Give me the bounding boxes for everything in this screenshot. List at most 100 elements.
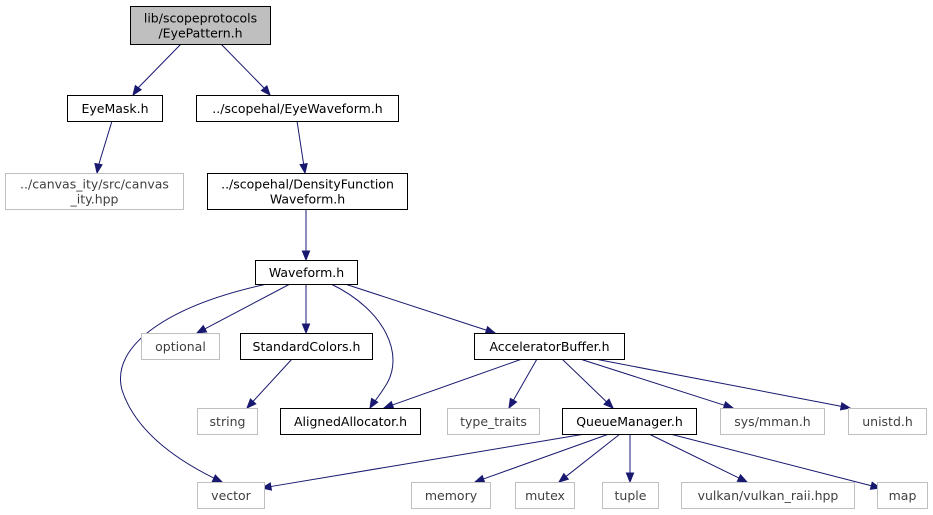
edge-queuemgr-to-tuple (625, 434, 635, 484)
node-accelbuf[interactable]: AcceleratorBuffer.h (474, 333, 625, 360)
node-layer: lib/scopeprotocols/EyePattern.hEyeMask.h… (5, 6, 928, 509)
edge-line (120, 283, 268, 483)
edge-eyemask-to-canvas (94, 120, 113, 175)
node-label: Waveform.h (269, 265, 344, 280)
node-label: AcceleratorBuffer.h (489, 339, 609, 354)
edge-accelbuf-to-queuemgr (561, 358, 614, 409)
edge-line (561, 358, 608, 403)
node-box (196, 95, 399, 122)
edge-waveform-to-vector (120, 283, 268, 483)
node-typetraits: type_traits (447, 408, 540, 435)
arrow-head-icon (736, 473, 749, 483)
edge-densityfunc-to-waveform (301, 209, 311, 262)
arrow-head-icon (839, 401, 852, 411)
node-canvas: ../canvas_ity/src/canvas_ity.hpp (5, 173, 184, 210)
node-label: QueueManager.h (576, 414, 683, 429)
node-box (141, 333, 220, 360)
node-vulkan: vulkan/vulkan_raii.hpp (681, 482, 855, 509)
arrow-head-icon (260, 84, 271, 97)
node-optional: optional (141, 333, 220, 360)
node-box (877, 482, 928, 509)
arrow-head-icon (508, 397, 518, 410)
edge-waveform-to-stdcolors (301, 284, 311, 335)
node-box (602, 482, 659, 509)
node-label: type_traits (460, 414, 527, 429)
edge-accelbuf-to-sysmman (579, 358, 735, 410)
node-eyemask[interactable]: EyeMask.h (67, 95, 163, 122)
edge-queuemgr-to-vulkan (648, 433, 749, 483)
node-eyewaveform[interactable]: ../scopehal/EyeWaveform.h (196, 95, 399, 122)
node-box (848, 408, 927, 435)
node-queuemgr[interactable]: QueueManager.h (562, 408, 697, 435)
node-box (197, 482, 265, 509)
edge-line (391, 358, 523, 406)
node-label: /EyePattern.h (158, 26, 242, 41)
edge-line (344, 283, 488, 331)
edge-queuemgr-to-map (669, 433, 882, 490)
node-label: ../canvas_ity/src/canvas (20, 177, 169, 192)
edge-waveform-to-optional (195, 283, 291, 334)
edge-line (220, 43, 266, 90)
node-label: ../scopehal/DensityFunction (221, 177, 394, 192)
edge-line (269, 433, 586, 488)
edge-line (137, 43, 182, 89)
node-waveform[interactable]: Waveform.h (255, 260, 358, 285)
node-box (562, 408, 697, 435)
edge-waveform-to-alignedalloc (330, 283, 394, 410)
node-box (130, 6, 271, 45)
edge-line (203, 283, 291, 330)
edge-line (669, 433, 873, 487)
arrow-head-icon (625, 472, 635, 484)
arrow-head-icon (246, 398, 257, 409)
edge-line (97, 120, 113, 168)
node-string: string (197, 408, 258, 435)
node-label: Waveform.h (270, 192, 345, 207)
arrow-head-icon (299, 162, 308, 175)
edge-eyewaveform-to-densityfunc (296, 120, 308, 175)
node-memory: memory (411, 482, 491, 509)
node-label: map (889, 488, 917, 503)
node-mutex: mutex (515, 482, 575, 509)
node-vector: vector (197, 482, 265, 509)
node-label: ../scopehal/EyeWaveform.h (212, 101, 382, 116)
node-box (67, 95, 163, 122)
arrow-head-icon (369, 397, 379, 410)
node-stdcolors[interactable]: StandardColors.h (240, 333, 373, 360)
arrow-head-icon (301, 323, 311, 335)
edge-accelbuf-to-unistd (594, 358, 852, 411)
node-box (207, 173, 408, 210)
edge-line (296, 120, 305, 166)
node-label: _ity.hpp (69, 192, 118, 207)
edge-line (512, 358, 538, 402)
arrow-head-icon (557, 472, 570, 483)
arrow-head-icon (473, 474, 486, 483)
node-label: StandardColors.h (253, 339, 361, 354)
node-tuple: tuple (602, 482, 659, 509)
node-alignedalloc[interactable]: AlignedAllocator.h (280, 408, 421, 435)
arrow-head-icon (94, 162, 103, 175)
edge-queuemgr-to-vector (260, 433, 586, 491)
node-box (411, 482, 491, 509)
node-box (255, 260, 358, 285)
arrow-head-icon (301, 250, 311, 262)
arrow-head-icon (382, 400, 395, 409)
node-eyepattern[interactable]: lib/scopeprotocols/EyePattern.h (130, 6, 271, 45)
node-label: AlignedAllocator.h (294, 414, 407, 429)
edge-line (579, 358, 726, 407)
arrow-head-icon (484, 325, 497, 335)
node-label: tuple (615, 488, 647, 503)
edge-layer (94, 43, 882, 491)
node-unistd: unistd.h (848, 408, 927, 435)
edge-eyepattern-to-eyewaveform (220, 43, 271, 97)
edge-line (564, 433, 621, 478)
node-label: vector (211, 488, 252, 503)
node-label: memory (425, 488, 478, 503)
edge-accelbuf-to-typetraits (508, 358, 538, 410)
node-box (447, 408, 540, 435)
node-box (474, 333, 625, 360)
arrow-head-icon (132, 84, 143, 97)
node-box (280, 408, 421, 435)
arrow-head-icon (195, 324, 208, 334)
node-box (681, 482, 855, 509)
